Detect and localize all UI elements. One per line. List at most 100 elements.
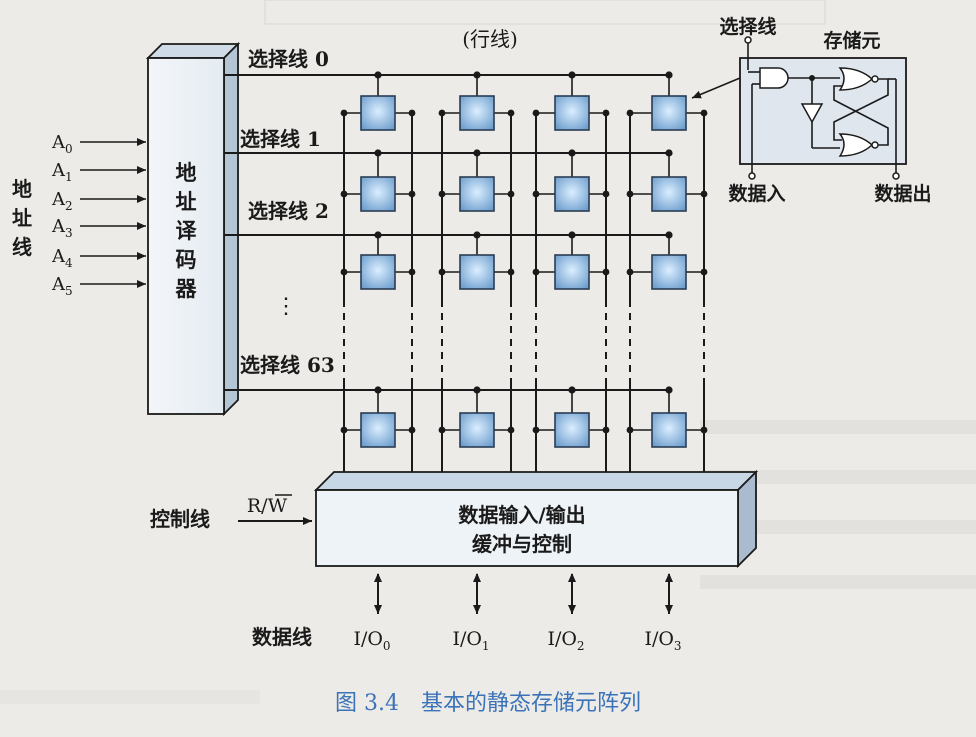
memory-cell xyxy=(459,412,495,448)
address-input-label: A4 xyxy=(51,246,73,270)
inverter-bubble xyxy=(871,141,879,149)
inset-select-label: 选择线 xyxy=(719,15,776,38)
inset-terminal xyxy=(748,172,756,180)
row-line-header: (行线) xyxy=(462,27,518,51)
address-label-char: 地 xyxy=(12,177,32,201)
junction-dot xyxy=(700,426,708,434)
junction-dot xyxy=(602,109,610,117)
junction-dot xyxy=(665,71,673,79)
address-lines-label: 地址线 xyxy=(12,177,32,259)
memory-grid xyxy=(224,71,708,472)
memory-cell xyxy=(360,412,396,448)
memory-cell xyxy=(360,95,396,131)
control-label: 控制线 xyxy=(150,507,210,531)
address-input-a3: A3 xyxy=(51,216,146,240)
junction-dot xyxy=(408,268,416,276)
memory-cell xyxy=(360,176,396,212)
memory-cell xyxy=(554,254,590,290)
address-label-char: 址 xyxy=(12,206,32,230)
junction-dot xyxy=(626,190,634,198)
junction-dot xyxy=(438,109,446,117)
inset-terminal xyxy=(892,172,900,180)
junction-dot xyxy=(408,190,416,198)
memory-cell xyxy=(554,95,590,131)
junction-dot xyxy=(665,149,673,157)
junction-dot xyxy=(602,268,610,276)
memory-cell xyxy=(459,176,495,212)
address-input-a4: A4 xyxy=(51,246,146,270)
junction-dot xyxy=(700,109,708,117)
junction-dot xyxy=(568,386,576,394)
junction-dot xyxy=(340,109,348,117)
junction-dot xyxy=(374,149,382,157)
junction-dot xyxy=(438,426,446,434)
junction-dot xyxy=(473,231,481,239)
junction-dot xyxy=(340,426,348,434)
junction-dot xyxy=(568,71,576,79)
memory-cell xyxy=(360,254,396,290)
nor-gate-icon xyxy=(838,67,874,91)
junction-dot xyxy=(602,190,610,198)
decoder-label-char: 译 xyxy=(176,218,198,243)
select-ellipsis: ⋮ xyxy=(275,294,297,319)
inset-cell-label: 存储元 xyxy=(823,29,880,52)
io-port: I/O2 xyxy=(547,573,585,653)
io-buffer-line2: 缓冲与控制 xyxy=(472,532,572,556)
io-port: I/O1 xyxy=(452,573,490,653)
io-port-label: I/O2 xyxy=(547,628,584,653)
io-port-label: I/O3 xyxy=(644,628,681,653)
data-lines-label: 数据线 xyxy=(252,625,312,649)
address-input-label: A5 xyxy=(51,274,73,298)
address-input-a0: A0 xyxy=(51,132,146,156)
memory-cell xyxy=(459,254,495,290)
junction-dot xyxy=(473,149,481,157)
junction-dot xyxy=(408,426,416,434)
memory-cell xyxy=(554,176,590,212)
memory-cell xyxy=(651,95,687,131)
decoder-label-char: 地 xyxy=(176,160,197,185)
figure-caption: 图 3.4 基本的静态存储元阵列 xyxy=(335,691,641,716)
select-line-label: 选择线 2 xyxy=(248,199,329,223)
address-input-label: A3 xyxy=(51,216,73,240)
io-buffer-block: 数据输入/输出 缓冲与控制 xyxy=(313,469,759,569)
junction-dot xyxy=(626,426,634,434)
junction-dot xyxy=(340,268,348,276)
decoder-label-char: 址 xyxy=(176,189,197,214)
inverter-bubble xyxy=(871,75,879,83)
junction-dot xyxy=(438,268,446,276)
io-buffer-line1: 数据输入/输出 xyxy=(458,503,585,527)
junction-dot xyxy=(626,109,634,117)
junction-dot xyxy=(507,268,515,276)
select-line-label: 选择线 63 xyxy=(240,353,335,377)
select-line-label: 选择线 1 xyxy=(240,127,321,151)
address-label-char: 线 xyxy=(12,235,32,259)
storage-cell-inset: 选择线 存储元 数据入 数据出 xyxy=(691,15,932,205)
address-input-a1: A1 xyxy=(51,160,146,184)
junction-dot xyxy=(473,386,481,394)
address-input-label: A0 xyxy=(51,132,73,156)
address-input-a2: A2 xyxy=(51,189,146,213)
junction-dot xyxy=(568,231,576,239)
inset-data-in-label: 数据入 xyxy=(728,182,785,205)
junction-dot xyxy=(340,190,348,198)
address-input-label: A1 xyxy=(51,160,73,184)
inset-data-out-label: 数据出 xyxy=(874,182,931,205)
control-line: 控制线 R/W xyxy=(150,494,312,531)
inset-pointer-arrow xyxy=(691,77,741,99)
junction-dot xyxy=(700,268,708,276)
junction-dot xyxy=(665,386,673,394)
decoder-label-char: 码 xyxy=(176,247,197,272)
decoder-label-char: 器 xyxy=(175,276,198,301)
and-gate-icon xyxy=(759,67,789,89)
junction-dot xyxy=(665,231,673,239)
junction-dot xyxy=(532,190,540,198)
rw-signal: R/W xyxy=(247,495,288,517)
junction-dot xyxy=(408,109,416,117)
junction-dot xyxy=(374,231,382,239)
junction-dot xyxy=(809,75,815,81)
